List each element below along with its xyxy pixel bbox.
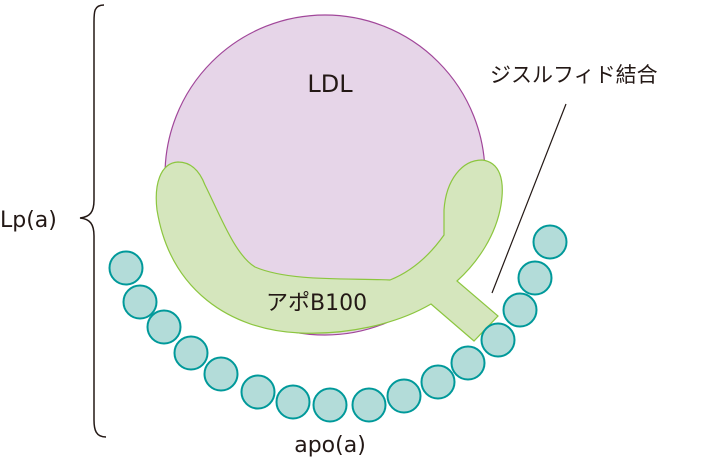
apoa-kringle-bead <box>351 387 387 423</box>
apoa-kringle-bead <box>312 387 348 423</box>
apoa-kringle-bead <box>480 322 516 358</box>
lpa-bracket <box>79 4 107 438</box>
lpa-label: Lp(a) <box>0 208 57 233</box>
apoa-kringle-bead <box>386 378 422 414</box>
apoa-kringle-bead <box>122 284 158 320</box>
apoa-kringle-bead <box>450 345 486 381</box>
apoa-kringle-bead <box>173 335 209 371</box>
apoa-kringle-bead <box>203 356 239 392</box>
apob100-label: アポB100 <box>266 291 367 316</box>
apoa-kringle-bead <box>532 224 568 260</box>
ldl-label: LDL <box>307 70 353 98</box>
apoa-kringle-bead <box>240 374 276 410</box>
apoa-kringle-bead <box>108 250 144 286</box>
apoa-label: apo(a) <box>294 433 366 458</box>
apoa-chain <box>108 224 568 423</box>
apoa-kringle-bead <box>517 260 553 296</box>
disulfide-pointer-line <box>491 103 567 294</box>
apoa-kringle-bead <box>275 384 311 420</box>
disulfide-label: ジスルフィド結合 <box>490 63 658 87</box>
apoa-kringle-bead <box>420 364 456 400</box>
apoa-kringle-bead <box>146 309 182 345</box>
apoa-kringle-bead <box>502 292 538 328</box>
apob100-protein <box>155 159 503 342</box>
